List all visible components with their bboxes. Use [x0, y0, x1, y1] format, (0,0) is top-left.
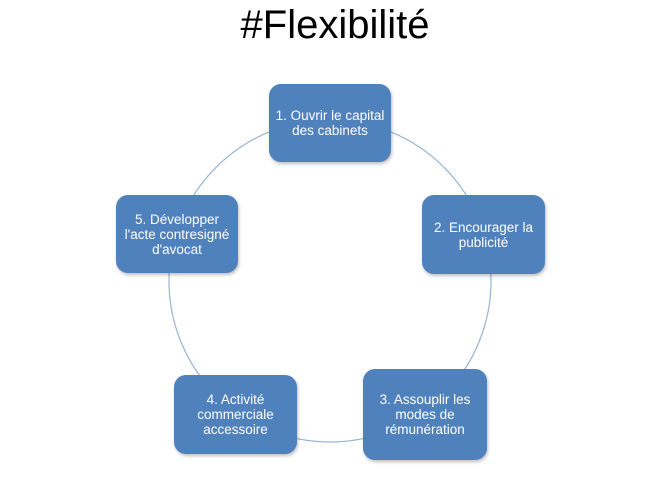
cycle-node-4-label: 4. Activité commerciale accessoire	[197, 392, 274, 437]
cycle-node-1: 1. Ouvrir le capital des cabinets	[269, 84, 391, 162]
page-title: #Flexibilité	[240, 3, 430, 47]
cycle-node-3: 3. Assouplir les modes de rémunération	[363, 369, 487, 460]
cycle-node-2-label: 2. Encourager la publicité	[433, 219, 534, 250]
cycle-node-3-label: 3. Assouplir les modes de rémunération	[379, 392, 471, 437]
cycle-node-1-label: 1. Ouvrir le capital des cabinets	[275, 108, 385, 138]
cycle-node-4: 4. Activité commerciale accessoire	[174, 375, 297, 454]
cycle-node-5-label: 5. Développer l'acte contresigné d'avoca…	[124, 211, 230, 257]
cycle-node-5: 5. Développer l'acte contresigné d'avoca…	[116, 195, 238, 273]
cycle-node-2: 2. Encourager la publicité	[422, 195, 545, 274]
